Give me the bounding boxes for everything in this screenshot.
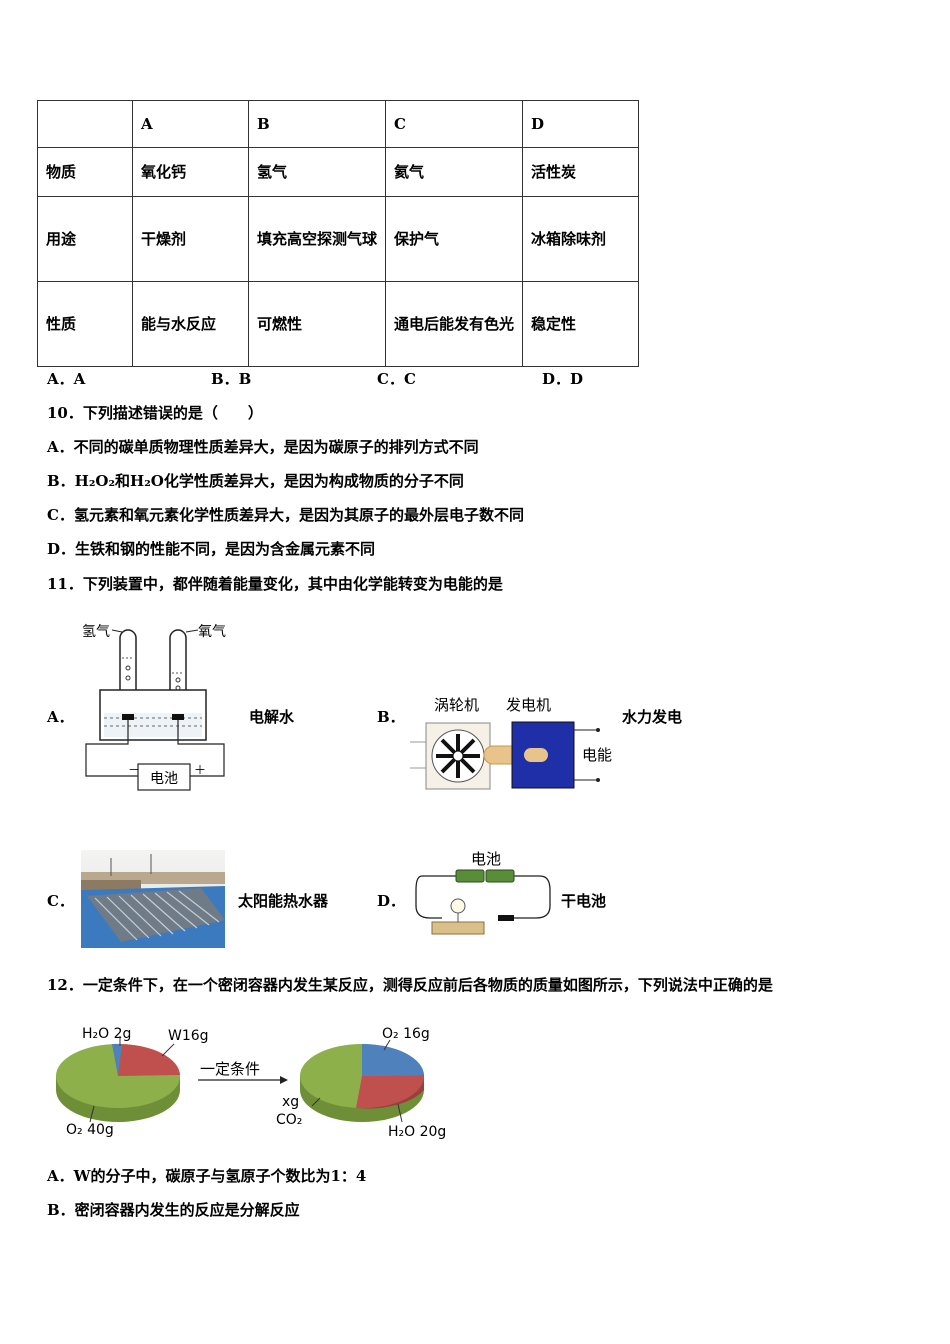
after-h2o-label: H₂O 20g — [388, 1124, 446, 1140]
generator-label: 发电机 — [506, 696, 551, 714]
q9-option-b[interactable]: B．B — [211, 370, 252, 388]
q10-option-b[interactable]: B．H₂O₂和H₂O化学性质差异大，是因为构成物质的分子不同 — [47, 472, 464, 490]
table-cell: 可燃性 — [248, 281, 386, 367]
table-cell: 氧化钙 — [132, 147, 249, 197]
q10-option-c[interactable]: C．氢元素和氧元素化学性质差异大，是因为其原子的最外层电子数不同 — [47, 506, 524, 524]
pie-slice-h2o-after — [356, 1075, 425, 1109]
hydropower-diagram: 涡轮机 发电机 电能 — [410, 696, 612, 790]
turbine-label: 涡轮机 — [434, 696, 479, 714]
before-w-label: W16g — [168, 1028, 209, 1044]
table-cell: 性质 — [37, 281, 133, 367]
table-cell: 干燥剂 — [132, 196, 249, 282]
mass-pie-charts: H₂O 2g W16g O₂ 40g 一定条件 O₂ 16g xg CO₂ H₂… — [56, 1026, 446, 1140]
after-co2-label: CO₂ — [276, 1112, 302, 1128]
table-cell: 氦气 — [385, 147, 523, 197]
q11-option-a-letter[interactable]: A． — [47, 708, 74, 726]
after-pie — [300, 1044, 425, 1122]
q12-option-a[interactable]: A．W的分子中，碳原子与氢原子个数比为1：4 — [47, 1167, 367, 1185]
properties-table: A B C D 物质 氧化钙 氢气 氦气 活性炭 用途 干燥剂 填充高空探测气球… — [37, 100, 639, 367]
hydrogen-label: 氢气 — [82, 624, 110, 640]
dry-battery-circuit: 电池 — [415, 850, 551, 935]
table-header-c: C — [385, 100, 523, 148]
table-cell — [37, 100, 133, 148]
table-cell: 稳定性 — [522, 281, 639, 367]
q11-option-b-letter[interactable]: B． — [377, 708, 405, 726]
minus-sign: － — [128, 763, 140, 777]
q11-stem: 11．下列装置中，都伴随着能量变化，其中由化学能转变为电能的是 — [47, 575, 503, 593]
table-cell: 填充高空探测气球 — [248, 196, 386, 282]
table-header-b: B — [248, 100, 386, 148]
battery-label-d: 电池 — [471, 850, 501, 868]
table-cell: 冰箱除味剂 — [522, 196, 639, 282]
q11-option-c-letter[interactable]: C． — [47, 892, 74, 910]
table-cell: 物质 — [37, 147, 133, 197]
q9-option-a[interactable]: A．A — [47, 370, 86, 388]
arrow-label: 一定条件 — [200, 1060, 260, 1078]
pie-slice-w — [118, 1044, 180, 1076]
q11-option-b-caption: 水力发电 — [622, 708, 683, 726]
table-cell: 通电后能发有色光 — [385, 281, 523, 367]
oxygen-label: 氧气 — [198, 624, 226, 640]
table-header-d: D — [522, 100, 639, 148]
battery-label: 电池 — [150, 771, 178, 787]
table-cell: 能与水反应 — [132, 281, 249, 367]
q12-stem: 12．一定条件下，在一个密闭容器内发生某反应，测得反应前后各物质的质量如图所示，… — [47, 976, 773, 994]
pie-slice-h2o — [112, 1043, 122, 1076]
after-x-label: xg — [282, 1094, 299, 1110]
q10-option-a[interactable]: A．不同的碳单质物理性质差异大，是因为碳原子的排列方式不同 — [47, 438, 479, 456]
q11-option-a-caption: 电解水 — [249, 708, 295, 726]
q10-stem: 10．下列描述错误的是（ ） — [47, 404, 263, 422]
table-header-a: A — [132, 100, 249, 148]
q11-option-c-caption: 太阳能热水器 — [238, 892, 329, 910]
q11-option-d-letter[interactable]: D． — [377, 892, 406, 910]
before-o2-label: O₂ 40g — [66, 1122, 114, 1138]
q11-option-d-caption: 干电池 — [561, 892, 607, 910]
before-h2o-label: H₂O 2g — [82, 1026, 131, 1042]
before-pie — [56, 1043, 180, 1122]
q9-option-d[interactable]: D．D — [542, 370, 584, 388]
pie-slice-o2-after — [362, 1044, 424, 1076]
electrolysis-diagram: 电池 － ＋ 氢气 氧气 — [82, 624, 226, 791]
q12-option-b[interactable]: B．密闭容器内发生的反应是分解反应 — [47, 1201, 300, 1219]
table-cell: 氢气 — [248, 147, 386, 197]
after-o2-label: O₂ 16g — [382, 1026, 430, 1042]
table-cell: 保护气 — [385, 196, 523, 282]
solar-heater-photo — [81, 850, 225, 948]
table-cell: 活性炭 — [522, 147, 639, 197]
q9-option-c[interactable]: C．C — [377, 370, 416, 388]
plus-sign: ＋ — [194, 763, 206, 777]
q10-option-d[interactable]: D．生铁和钢的性能不同，是因为含金属元素不同 — [47, 540, 376, 558]
electric-energy-label: 电能 — [582, 746, 612, 764]
table-cell: 用途 — [37, 196, 133, 282]
